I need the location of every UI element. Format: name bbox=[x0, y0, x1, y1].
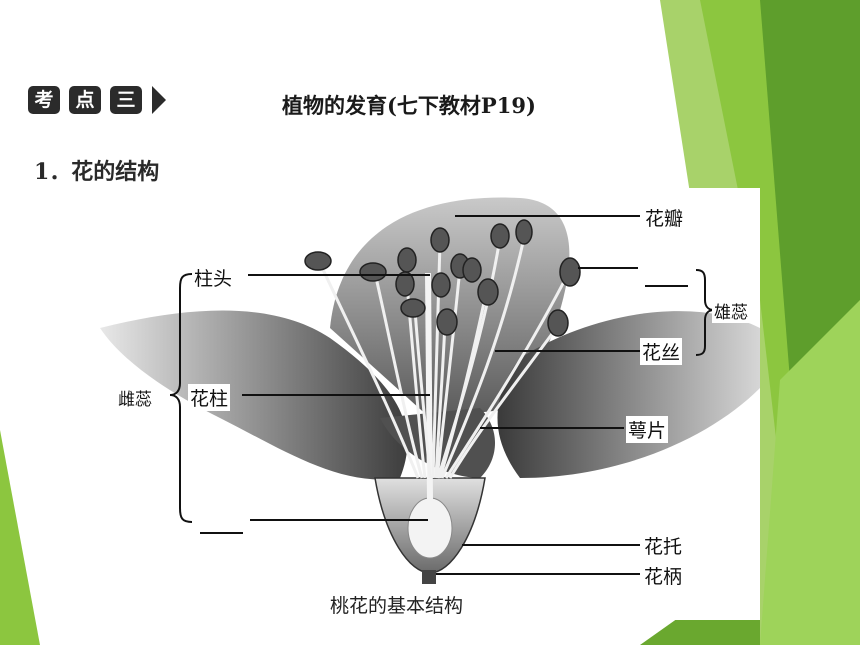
label-stigma: 柱头 bbox=[192, 264, 235, 291]
ovary-shape bbox=[407, 497, 453, 559]
label-receptacle: 花托 bbox=[642, 532, 685, 559]
diagram-caption: 桃花的基本结构 bbox=[330, 595, 464, 617]
stripe-left-bottom bbox=[0, 430, 40, 645]
badge-box-3 bbox=[110, 86, 142, 114]
badge-box-1 bbox=[28, 86, 60, 114]
petal-right bbox=[497, 311, 760, 478]
label-sepal: 萼片 bbox=[626, 416, 669, 443]
page-title: 植物的发育(七下教材P19) bbox=[282, 93, 536, 118]
badge-arrow-tip bbox=[152, 86, 166, 114]
label-style: 花柱 bbox=[188, 384, 231, 411]
flower-diagram: 花瓣 柱头 雄蕊 花丝 雌蕊 花柱 萼片 花托 花柄 桃花的基本结构 bbox=[100, 188, 760, 620]
badge-char-3: 三 bbox=[116, 89, 136, 111]
pistil-bracket bbox=[169, 273, 193, 523]
badge-char-1: 考 bbox=[34, 89, 54, 111]
leader-lines bbox=[242, 215, 640, 575]
label-pedicel: 花柄 bbox=[642, 562, 685, 589]
section-badge: 考 点 三 bbox=[28, 84, 166, 118]
label-filament: 花丝 bbox=[640, 338, 683, 365]
pedicel-shape bbox=[422, 570, 436, 584]
stripe-right-bright bbox=[760, 300, 860, 645]
section-title: 1．花的结构 bbox=[34, 159, 160, 185]
anthers bbox=[304, 219, 581, 337]
label-stamen: 雄蕊 bbox=[712, 298, 750, 323]
label-petal: 花瓣 bbox=[643, 204, 686, 231]
label-pistil: 雌蕊 bbox=[116, 385, 154, 410]
peach-flower-illustration bbox=[100, 197, 760, 584]
petal-back bbox=[330, 197, 570, 418]
badge-char-2: 点 bbox=[75, 89, 95, 111]
badge-box-2 bbox=[69, 86, 101, 114]
